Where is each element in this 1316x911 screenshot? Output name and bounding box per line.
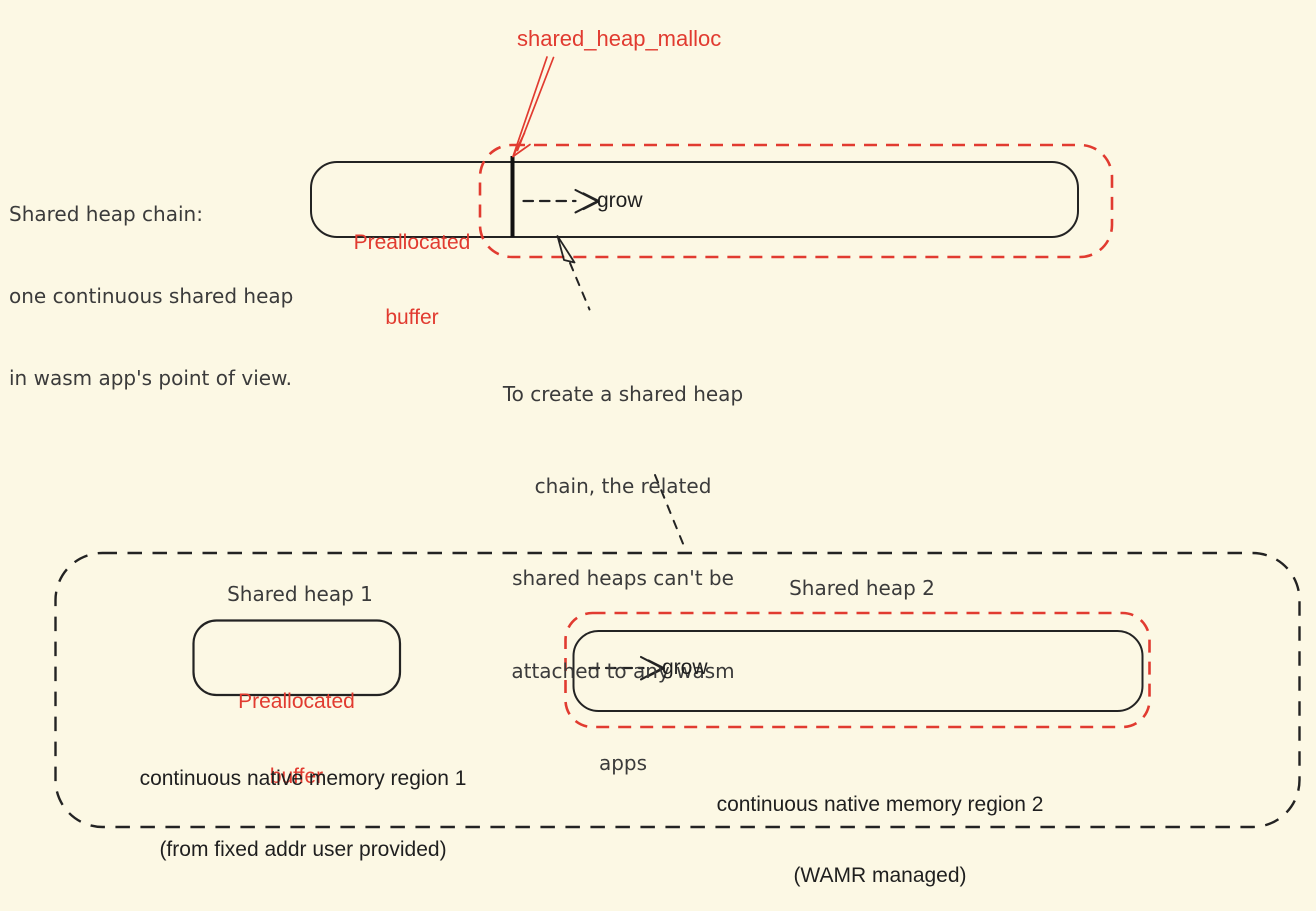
heap2-red-dashed-outline <box>564 611 1151 729</box>
side-note-line-1: Shared heap chain: <box>9 201 203 226</box>
grow-label-top: grow <box>597 189 643 212</box>
prealloc-label-bottom: Preallocated buffer <box>198 639 395 814</box>
heap2-title: Shared heap 2 <box>789 576 935 600</box>
diagram-stroke-layer <box>54 56 1301 829</box>
prealloc-label-top-line-1: Preallocated <box>353 231 471 254</box>
malloc-label: shared_heap_malloc <box>517 26 722 51</box>
heap1-prealloc-buffer-box <box>192 619 402 697</box>
shared-heap-bar-outline <box>310 161 1079 238</box>
prealloc-label-top-line-2: buffer <box>385 306 439 329</box>
bar-note-connector-icon <box>556 235 591 311</box>
prealloc-label-bottom-line-2: buffer <box>269 765 324 788</box>
heap2-caption-line-1: continuous native memory region 2 <box>716 793 1044 816</box>
memory-regions-dashed-box <box>54 551 1301 829</box>
grow-arrow-bottom-icon <box>588 655 666 681</box>
grow-arrow-top-icon <box>522 188 601 214</box>
side-note-line-3: in wasm app's point of view. <box>9 366 292 391</box>
middle-note-line-5: apps <box>598 751 648 776</box>
middle-note: To create a shared heap chain, the relat… <box>473 317 773 810</box>
shared-heap-chain-bar <box>310 156 1079 238</box>
middle-note-line-4: attached to any wasm <box>511 658 735 683</box>
middle-note-line-3: shared heaps can't be <box>512 566 734 591</box>
heap1-title: Shared heap 1 <box>227 582 373 606</box>
side-note: Shared heap chain: one continuous shared… <box>9 146 293 420</box>
heap2-caption: continuous native memory region 2 (WAMR … <box>680 746 1080 911</box>
chain-red-dashed-outline <box>478 143 1114 259</box>
prealloc-label-top: Preallocated buffer <box>316 180 508 355</box>
middle-note-line-1: To create a shared heap <box>502 381 744 406</box>
heap2-bar-outline <box>572 630 1144 712</box>
middle-note-line-2: chain, the related <box>534 473 712 498</box>
heap1-caption-line-2: (from fixed addr user provided) <box>159 837 447 861</box>
heap2-caption-line-2: (WAMR managed) <box>793 863 967 887</box>
heap1-caption-line-1: continuous native memory region 1 <box>139 767 467 790</box>
side-note-line-2: one continuous shared heap <box>9 284 294 309</box>
note-box-connector-icon <box>654 474 687 552</box>
prealloc-label-bottom-line-1: Preallocated <box>238 690 355 713</box>
grow-label-bottom: grow <box>662 656 708 679</box>
heap1-caption: continuous native memory region 1 (from … <box>103 720 503 885</box>
malloc-arrow-icon <box>512 56 555 158</box>
